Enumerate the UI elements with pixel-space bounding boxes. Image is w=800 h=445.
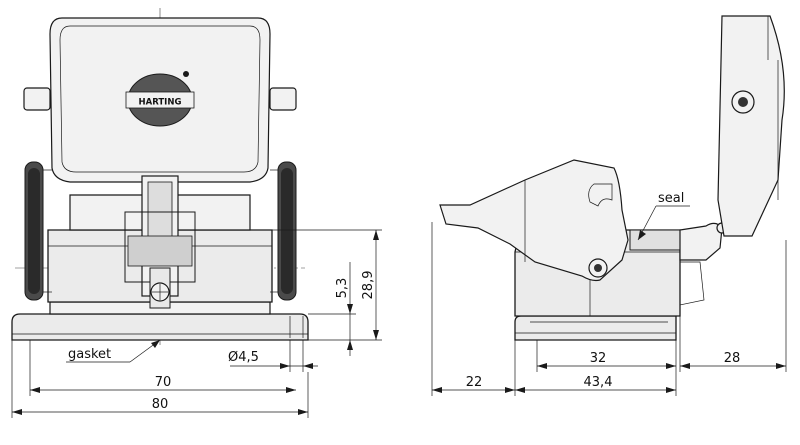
center-latch — [124, 175, 196, 309]
cover-inner-edge — [59, 25, 261, 173]
dim-70: 70 — [155, 375, 172, 390]
logo-registered-mark — [183, 71, 189, 77]
dim-hole-diameter: Ø4,5 — [228, 350, 259, 365]
dim-28-9: 28,9 — [361, 271, 376, 300]
label-gasket: gasket — [68, 347, 111, 362]
lever-hook — [588, 183, 613, 207]
dim-22: 22 — [466, 375, 483, 390]
side-hinge — [679, 222, 723, 261]
side-locking-lever — [439, 159, 629, 282]
left-pin — [23, 87, 51, 111]
dim-32: 32 — [590, 351, 607, 366]
side-base — [514, 315, 677, 341]
label-seal: seal — [658, 191, 684, 206]
side-open-cover — [717, 15, 785, 237]
side-dimensions: 32 28 22 43,4 — [431, 222, 787, 396]
left-locking-lever — [24, 161, 52, 301]
logo-text: HARTING — [139, 98, 182, 108]
base-flange — [11, 313, 309, 341]
dim-80: 80 — [152, 397, 169, 412]
right-pin — [269, 87, 297, 111]
side-view: seal — [439, 15, 785, 341]
dim-43-4: 43,4 — [584, 375, 613, 390]
right-locking-lever — [270, 161, 297, 301]
dim-5-3: 5,3 — [335, 278, 350, 299]
front-dimensions: 28,9 5,3 Ø4,5 70 80 gasket — [11, 229, 382, 418]
front-view: HARTING — [11, 8, 309, 345]
dim-28: 28 — [724, 351, 741, 366]
harting-logo: HARTING — [125, 71, 195, 127]
